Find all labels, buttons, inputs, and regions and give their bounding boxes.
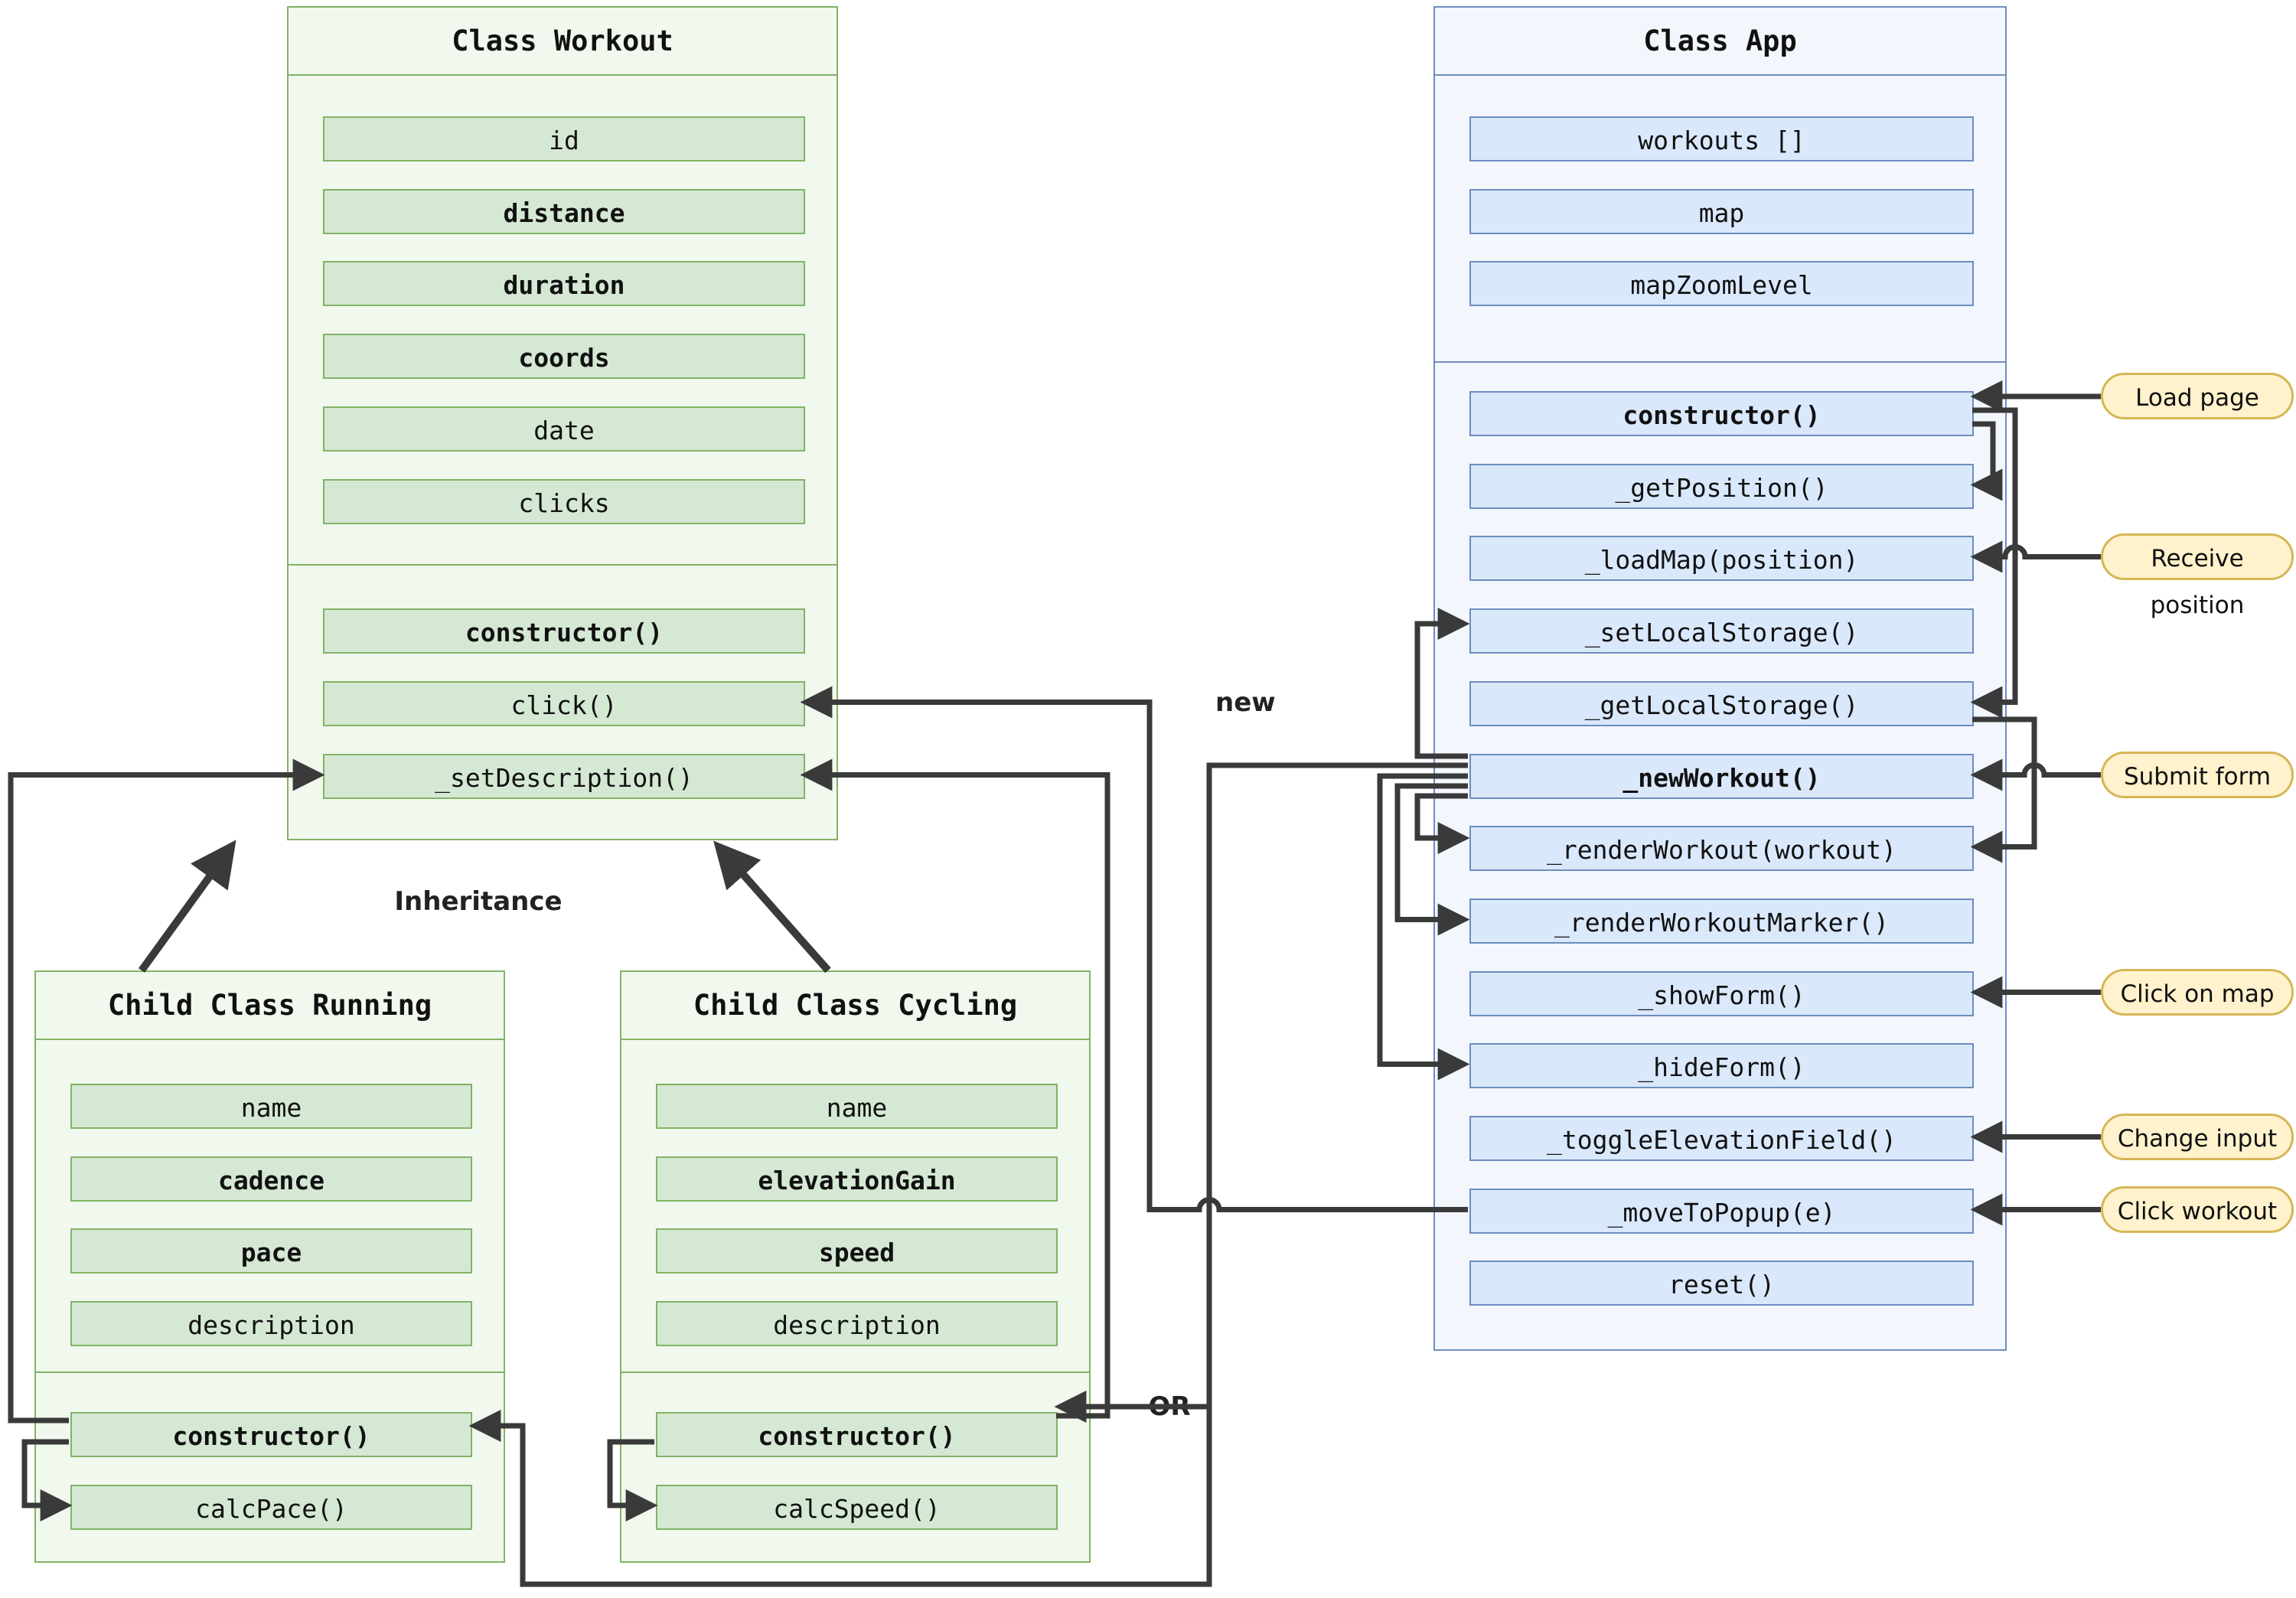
app-field-workouts: workouts [] — [1469, 116, 1974, 161]
class-running-title: Child Class Running — [36, 972, 504, 1040]
workout-field-coords: coords — [323, 334, 805, 379]
edge-new-to-cyclingctor — [1054, 762, 1468, 1423]
pill-click-on-map: Click on map — [2101, 969, 2294, 1016]
pill-click-workout: Click workout — [2101, 1186, 2294, 1233]
workout-method-click: click() — [323, 681, 805, 726]
app-method-getposition: _getPosition() — [1469, 464, 1974, 509]
class-running-box: Child Class Running name cadence pace de… — [34, 970, 505, 1563]
workout-field-id: id — [323, 116, 805, 161]
pill-submit-form: Submit form — [2101, 752, 2294, 798]
app-method-showform: _showForm() — [1469, 971, 1974, 1016]
running-field-description: description — [70, 1301, 472, 1346]
edge-inheritance-cycling — [713, 840, 831, 973]
app-method-setlocalstorage: _setLocalStorage() — [1469, 608, 1974, 654]
app-method-renderworkout: _renderWorkout(workout) — [1469, 826, 1974, 871]
app-field-mapzoomlevel: mapZoomLevel — [1469, 261, 1974, 306]
class-app-box: Class App workouts [] map mapZoomLevel c… — [1433, 6, 2007, 1351]
or-keyword-label: OR — [1148, 1391, 1191, 1422]
pill-change-input: Change input — [2101, 1114, 2294, 1160]
app-method-reset: reset() — [1469, 1260, 1974, 1306]
app-section-divider — [1435, 361, 2005, 363]
new-keyword-label: new — [1215, 687, 1276, 718]
cycling-field-name: name — [656, 1084, 1058, 1129]
app-method-renderworkoutmarker: _renderWorkoutMarker() — [1469, 898, 1974, 944]
app-method-constructor: constructor() — [1469, 391, 1974, 436]
workout-field-duration: duration — [323, 261, 805, 306]
running-field-name: name — [70, 1084, 472, 1129]
workout-method-constructor: constructor() — [323, 608, 805, 654]
workout-field-clicks: clicks — [323, 479, 805, 524]
workout-field-date: date — [323, 406, 805, 452]
inheritance-label: Inheritance — [394, 886, 563, 917]
workout-section-divider — [289, 564, 837, 566]
class-cycling-box: Child Class Cycling name elevationGain s… — [620, 970, 1091, 1563]
pill-load-page: Load page — [2101, 373, 2294, 419]
running-method-calcpace: calcPace() — [70, 1485, 472, 1530]
running-field-cadence: cadence — [70, 1156, 472, 1202]
cycling-method-calcspeed: calcSpeed() — [656, 1485, 1058, 1530]
app-method-toggleelevationfield: _toggleElevationField() — [1469, 1116, 1974, 1161]
app-field-map: map — [1469, 189, 1974, 234]
class-cycling-title: Child Class Cycling — [621, 972, 1089, 1040]
cycling-field-speed: speed — [656, 1228, 1058, 1274]
cycling-field-description: description — [656, 1301, 1058, 1346]
running-field-pace: pace — [70, 1228, 472, 1274]
cycling-field-elevationgain: elevationGain — [656, 1156, 1058, 1202]
edge-inheritance-running — [138, 840, 236, 973]
app-method-hideform: _hideForm() — [1469, 1043, 1974, 1088]
app-method-loadmap: _loadMap(position) — [1469, 536, 1974, 581]
class-workout-box: Class Workout id distance duration coord… — [287, 6, 838, 840]
app-method-getlocalstorage: _getLocalStorage() — [1469, 681, 1974, 726]
class-app-title: Class App — [1435, 8, 2005, 76]
cycling-section-divider — [621, 1371, 1089, 1373]
app-method-movetopopup: _moveToPopup(e) — [1469, 1189, 1974, 1234]
app-method-newworkout: _newWorkout() — [1469, 754, 1974, 799]
workout-method-setdescription: _setDescription() — [323, 754, 805, 799]
class-workout-title: Class Workout — [289, 8, 837, 76]
cycling-method-constructor: constructor() — [656, 1412, 1058, 1457]
workout-field-distance: distance — [323, 189, 805, 234]
running-method-constructor: constructor() — [70, 1412, 472, 1457]
pill-receive-position: Receive position — [2101, 533, 2294, 619]
running-section-divider — [36, 1371, 504, 1373]
